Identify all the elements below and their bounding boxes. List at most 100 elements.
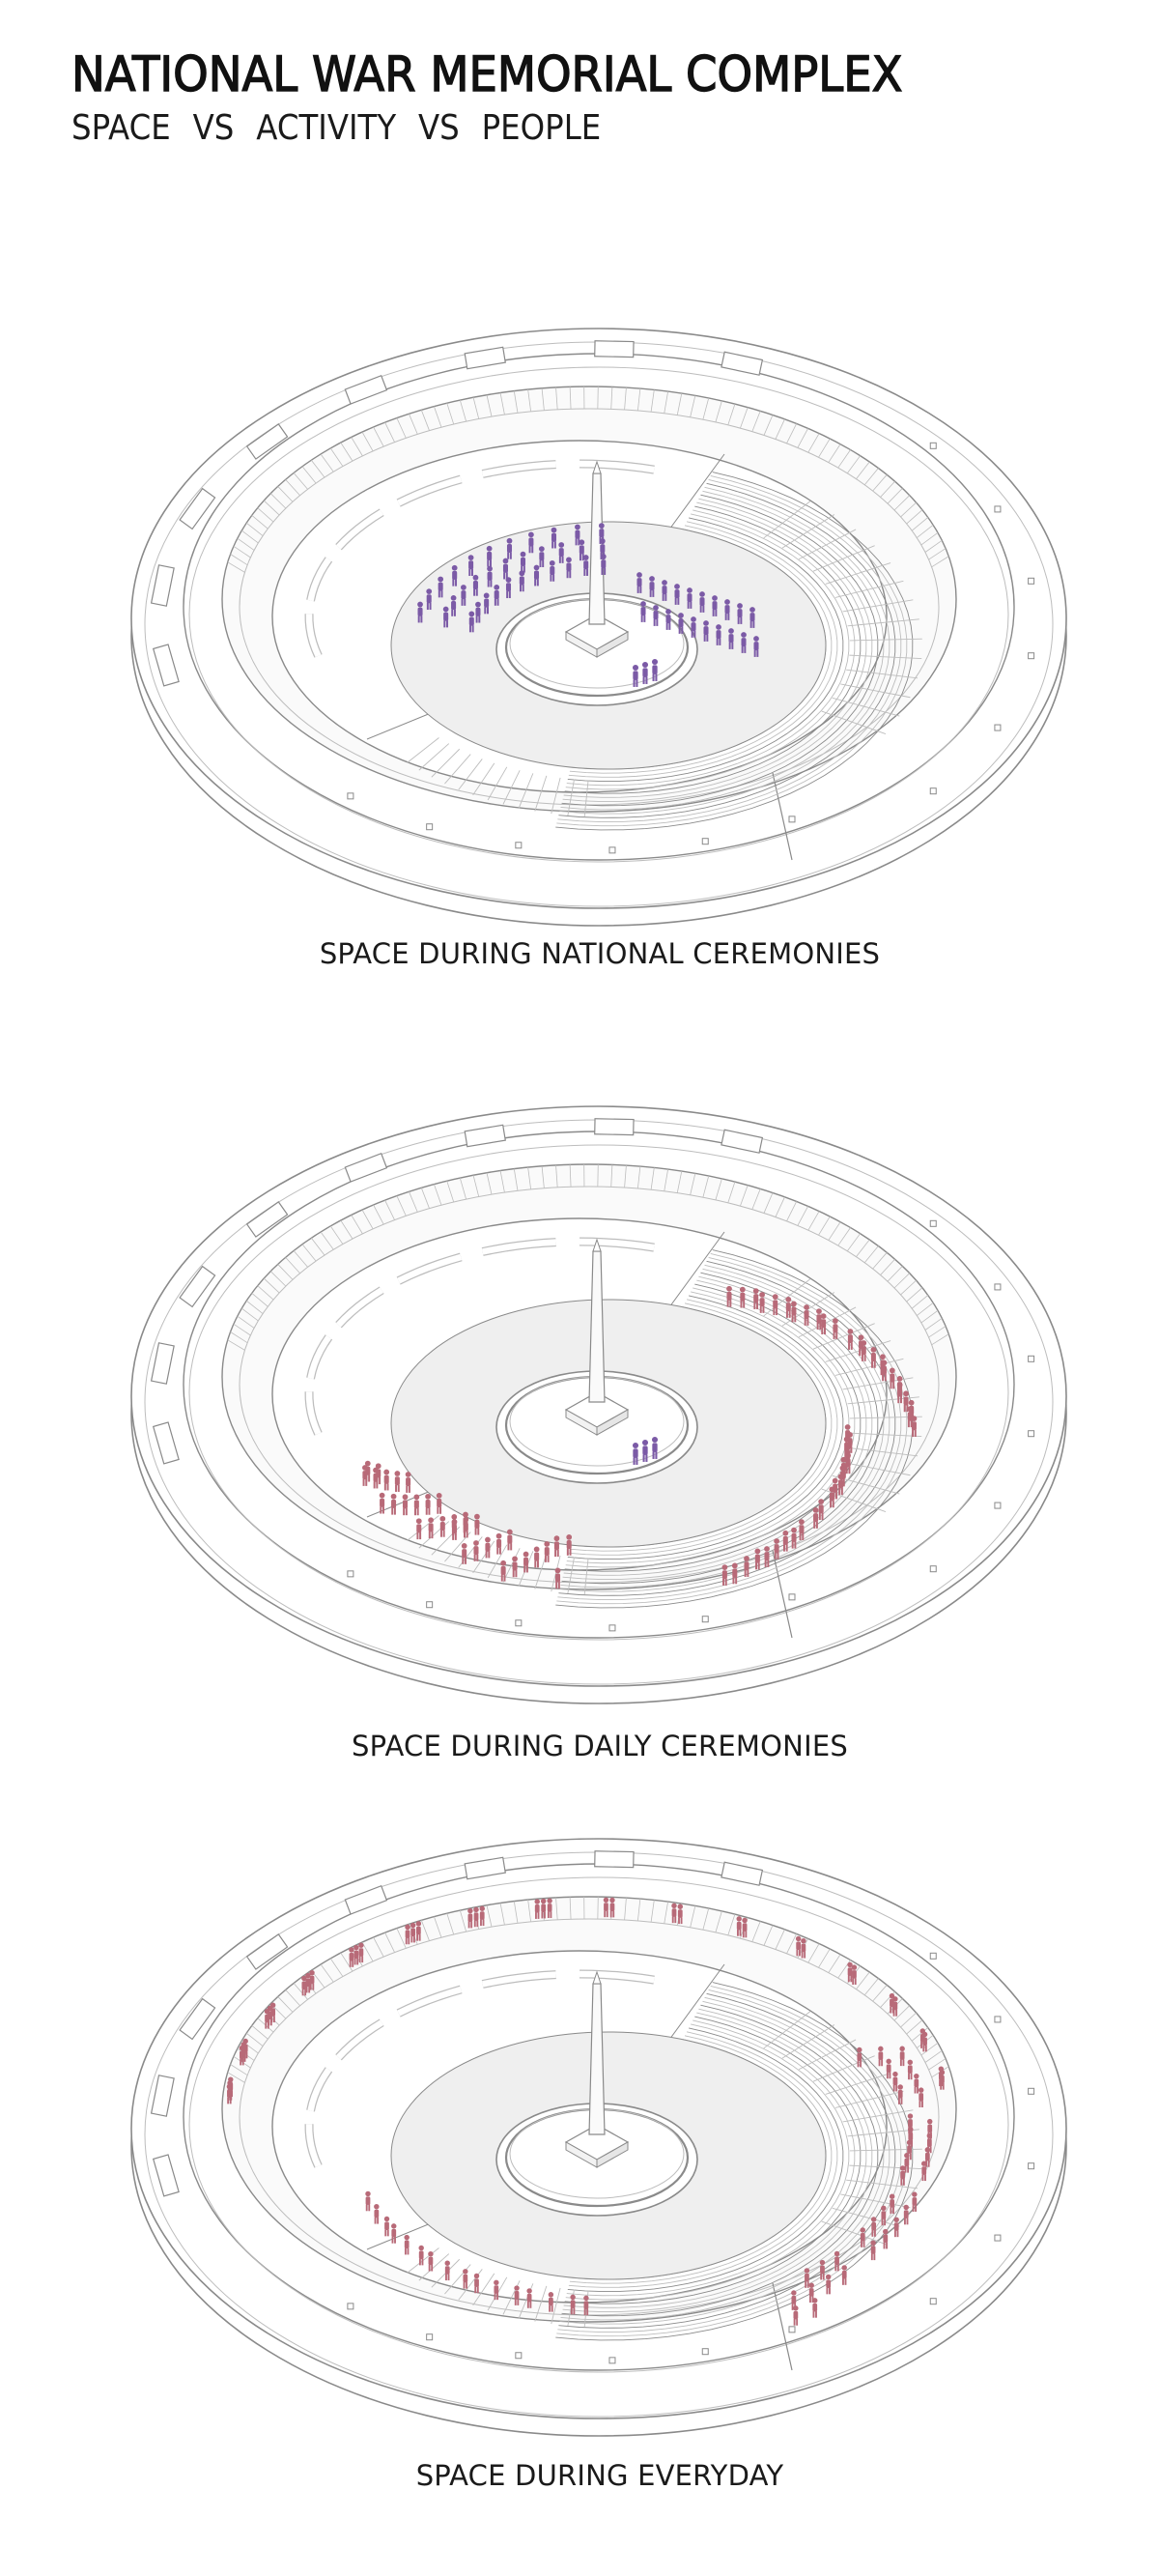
person-figure [473,1906,479,1928]
person-figure [570,2294,576,2315]
person-figure [415,1518,422,1540]
person-figure [402,1494,409,1516]
caption-everyday: SPACE DURING EVERYDAY [415,2459,784,2492]
person-figure [494,584,500,606]
person-figure [374,2204,380,2224]
caption-daily-ceremonies: SPACE DURING DAILY CEREMONIES [352,1730,848,1762]
gallery-benches [304,1237,655,1436]
person-figure [804,2268,810,2288]
person-figure [548,2292,554,2312]
person-figure [912,2191,918,2212]
person-figure [736,1916,742,1936]
person-figure [870,2240,876,2261]
people-layer [362,1285,918,1589]
person-figure [544,1541,551,1562]
person-figure [390,1493,397,1515]
person-figure [463,2269,468,2289]
person-figure [512,1556,518,1578]
diagram-daily-ceremonies [0,1097,1159,1705]
person-figure [405,1924,410,1945]
person-figure [721,1564,728,1586]
person-figure [739,1286,746,1308]
person-figure [741,632,747,653]
person-figure [851,1964,858,1985]
person-figure [921,2161,927,2182]
obelisk [564,1238,630,1436]
outer-wall-niches [150,340,1035,854]
person-figure [889,1367,895,1389]
person-figure [870,2217,877,2237]
person-figure [528,531,534,554]
person-figure [473,2273,480,2294]
person-figure [671,1903,677,1924]
person-figure [772,1294,778,1316]
person-figure [857,2046,862,2068]
person-figure [903,2204,909,2225]
person-figure [514,2285,520,2305]
person-figure [519,570,525,592]
ring-line [188,366,1009,863]
person-figure [908,1399,915,1421]
person-figure [554,1567,561,1589]
person-figure [533,564,540,587]
person-figure [502,558,509,580]
person-figure [899,2165,906,2186]
person-figure [847,1329,854,1350]
person-figure [583,2295,589,2316]
person-figure [549,559,555,582]
person-figure [533,1546,540,1568]
person-figure [703,620,709,642]
ring-line [188,1876,1009,2373]
page-title: NATIONAL WAR MEMORIAL COMPLEX [71,45,903,102]
person-figure [847,1961,853,1983]
person-figure [582,555,589,576]
page-subtitle: SPACE VS ACTIVITY VS PEOPLE [71,108,602,148]
person-figure [305,1972,311,1993]
person-figure [774,1538,779,1560]
person-figure [726,1285,732,1307]
person-figure [837,1474,844,1496]
person-figure [479,1905,485,1927]
person-figure [878,2046,884,2067]
person-figure [558,542,565,563]
person-figure [483,592,490,615]
outer-wall-niches [150,1118,1035,1632]
person-figure [791,1301,797,1323]
person-figure [752,1288,759,1309]
person-figure [632,1442,639,1465]
person-figure [436,1492,442,1514]
person-figure [600,554,607,575]
person-figure [753,636,759,657]
person-figure [540,1898,547,1919]
person-figure [893,2217,899,2238]
person-figure [858,1334,864,1357]
person-figure [899,2046,905,2067]
person-figure [463,1511,468,1533]
person-figure [731,1562,738,1585]
outer-wall-niches [150,1850,1035,2364]
person-figure [636,572,642,593]
person-figure [754,1548,761,1570]
person-figure [485,1536,491,1559]
person-figure [486,545,493,567]
person-figure [886,2058,891,2079]
person-figure [651,1436,659,1459]
person-figure [847,1432,853,1453]
person-figure [461,1543,467,1564]
person-figure [553,1535,560,1558]
person-figure [845,1452,851,1474]
person-figure [487,565,493,587]
person-figure [379,1492,385,1514]
person-figure [551,527,557,549]
person-figure [881,2205,887,2226]
person-figure [364,1460,371,1482]
person-figure [417,601,423,623]
person-figure [811,2298,818,2318]
person-figure [451,564,458,587]
person-figure [699,591,705,613]
person-figure [897,2084,903,2104]
person-figure [450,595,457,616]
person-figure [737,603,743,624]
person-figure [426,588,433,611]
person-figure [818,1499,825,1521]
